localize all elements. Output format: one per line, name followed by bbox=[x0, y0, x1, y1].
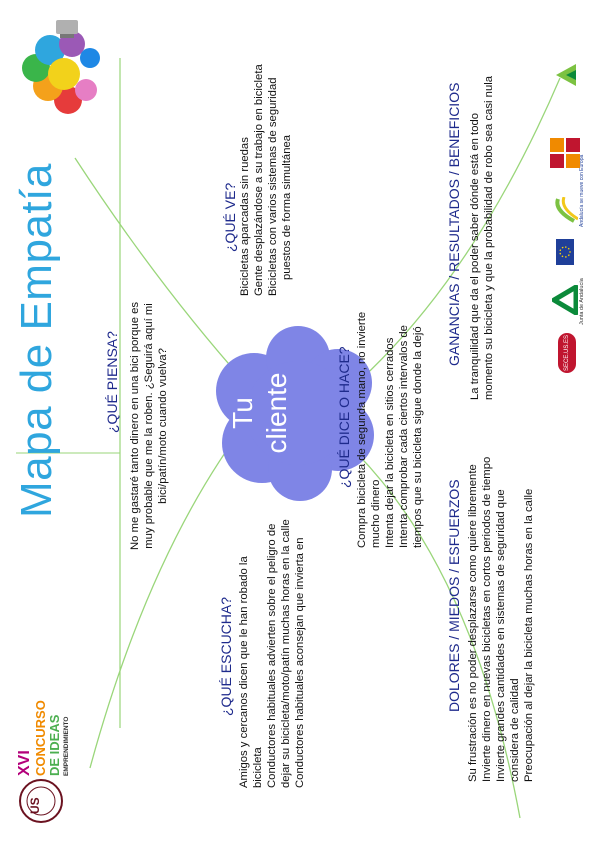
sece-logo: SECE.US.ES bbox=[558, 333, 576, 373]
ganancias-line: La tranquilidad que da el poder saber dó… bbox=[469, 112, 481, 400]
escucha-line: bicicleta bbox=[252, 747, 264, 788]
ganancias-heading: GANANCIAS / RESULTADOS / BENEFICIOS bbox=[446, 82, 462, 366]
contest-logo: US XVI CONCURSO DE IDEAS EMPRENDIMIENTO bbox=[14, 696, 84, 826]
escucha-heading: ¿QUÉ ESCUCHA? bbox=[218, 596, 234, 716]
escucha-text: Amigos y cercanos dicen que le han robad… bbox=[237, 519, 307, 788]
line-upper-left bbox=[329, 427, 521, 819]
ganancias-text: La tranquilidad que da el poder saber dó… bbox=[468, 76, 496, 400]
university-crest-icon bbox=[550, 138, 580, 168]
eu-flag-icon bbox=[556, 239, 574, 265]
escucha-line: Conductores habituales aconsejan que inv… bbox=[294, 537, 306, 788]
dolores-line: Invierte dinero en nuevas bicicletas en … bbox=[481, 456, 493, 782]
center-line-1: Tu bbox=[227, 397, 258, 429]
ve-line: Bicicletas aparcadas sin ruedas bbox=[239, 137, 251, 296]
logo-roman: XVI bbox=[16, 750, 33, 776]
line-upper-right bbox=[339, 77, 561, 399]
piensa-text: No me gastaré tanto dinero en una bici p… bbox=[128, 302, 170, 550]
ve-line: Gente desplazándose a su trabajo en bici… bbox=[253, 64, 265, 296]
cloud-shape bbox=[216, 326, 374, 501]
dolores-heading: DOLORES / MIEDOS / ESFUERZOS bbox=[446, 479, 462, 712]
dolores-text: Su frustración es no poder desplazarse c… bbox=[466, 457, 536, 782]
logo-line2: DE IDEAS bbox=[47, 714, 62, 776]
andalucia-europa-icon bbox=[555, 197, 578, 223]
ve-heading: ¿QUÉ VE? bbox=[222, 182, 238, 252]
dolores-line: Preocupación al dejar la bicicleta mucha… bbox=[523, 488, 535, 782]
piensa-line: bici/patín/moto cuando vuelva? bbox=[157, 348, 169, 504]
hace-text: Compra bicicleta de segunda mano, no inv… bbox=[355, 312, 425, 548]
hace-line: tiempos que su bicicleta sigue donde la … bbox=[412, 326, 424, 548]
logo-line1: CONCURSO bbox=[33, 700, 48, 776]
hace-line: Intenta comprobar cada ciertos intervalo… bbox=[398, 325, 410, 548]
university-seal-icon bbox=[19, 779, 63, 823]
hace-line: Compra bicicleta de segunda mano, no inv… bbox=[356, 311, 368, 548]
center-label: Tu cliente bbox=[226, 323, 294, 503]
hace-heading: ¿QUÉ DICE O HACE? bbox=[336, 346, 352, 488]
junta-text: Junta de Andalucía bbox=[579, 278, 585, 325]
dolores-line: considera de calidad bbox=[509, 678, 521, 782]
green-triangle-logo-icon bbox=[556, 64, 576, 86]
escucha-line: Conductores habituales advierten sobre e… bbox=[266, 523, 278, 788]
seal-short: US bbox=[28, 797, 42, 814]
dolores-line: Invierte grandes cantidades en sistemas … bbox=[495, 489, 507, 782]
hace-line: mucho dinero bbox=[370, 479, 382, 548]
line-lower-right bbox=[74, 157, 251, 389]
junta-logo-icon bbox=[552, 285, 578, 315]
piensa-line: muy probable que me la roben. ¿Seguirá a… bbox=[143, 303, 155, 549]
piensa-heading: ¿QUÉ PIENSA? bbox=[104, 331, 120, 433]
ve-text: Bicicletas aparcadas sin ruedas Gente de… bbox=[238, 64, 294, 296]
escucha-line: Amigos y cercanos dicen que le han robad… bbox=[238, 556, 250, 788]
dolores-line: Su frustración es no poder desplazarse c… bbox=[467, 464, 479, 782]
escucha-line: dejar su bicicleta/moto/patín muchas hor… bbox=[280, 519, 292, 788]
lightbulb-illustration-icon bbox=[22, 20, 100, 114]
page-title: Mapa de Empatía bbox=[12, 163, 61, 518]
logo-line3: EMPRENDIMIENTO bbox=[63, 716, 70, 776]
ganancias-line: momento su bicicleta y que la probabilid… bbox=[483, 75, 495, 400]
center-line-2: cliente bbox=[261, 372, 292, 454]
piensa-line: No me gastaré tanto dinero en una bici p… bbox=[129, 301, 141, 550]
sponsor-logos: SECE.US.ES Junta de Andalucía Andalucía … bbox=[550, 13, 590, 373]
ve-line: Bicicletas con varios sistemas de seguri… bbox=[267, 77, 279, 296]
ve-line: puestos de forma simultánea bbox=[281, 134, 293, 280]
hace-line: Intenta dejar la bicicleta en sitios cer… bbox=[384, 337, 396, 548]
